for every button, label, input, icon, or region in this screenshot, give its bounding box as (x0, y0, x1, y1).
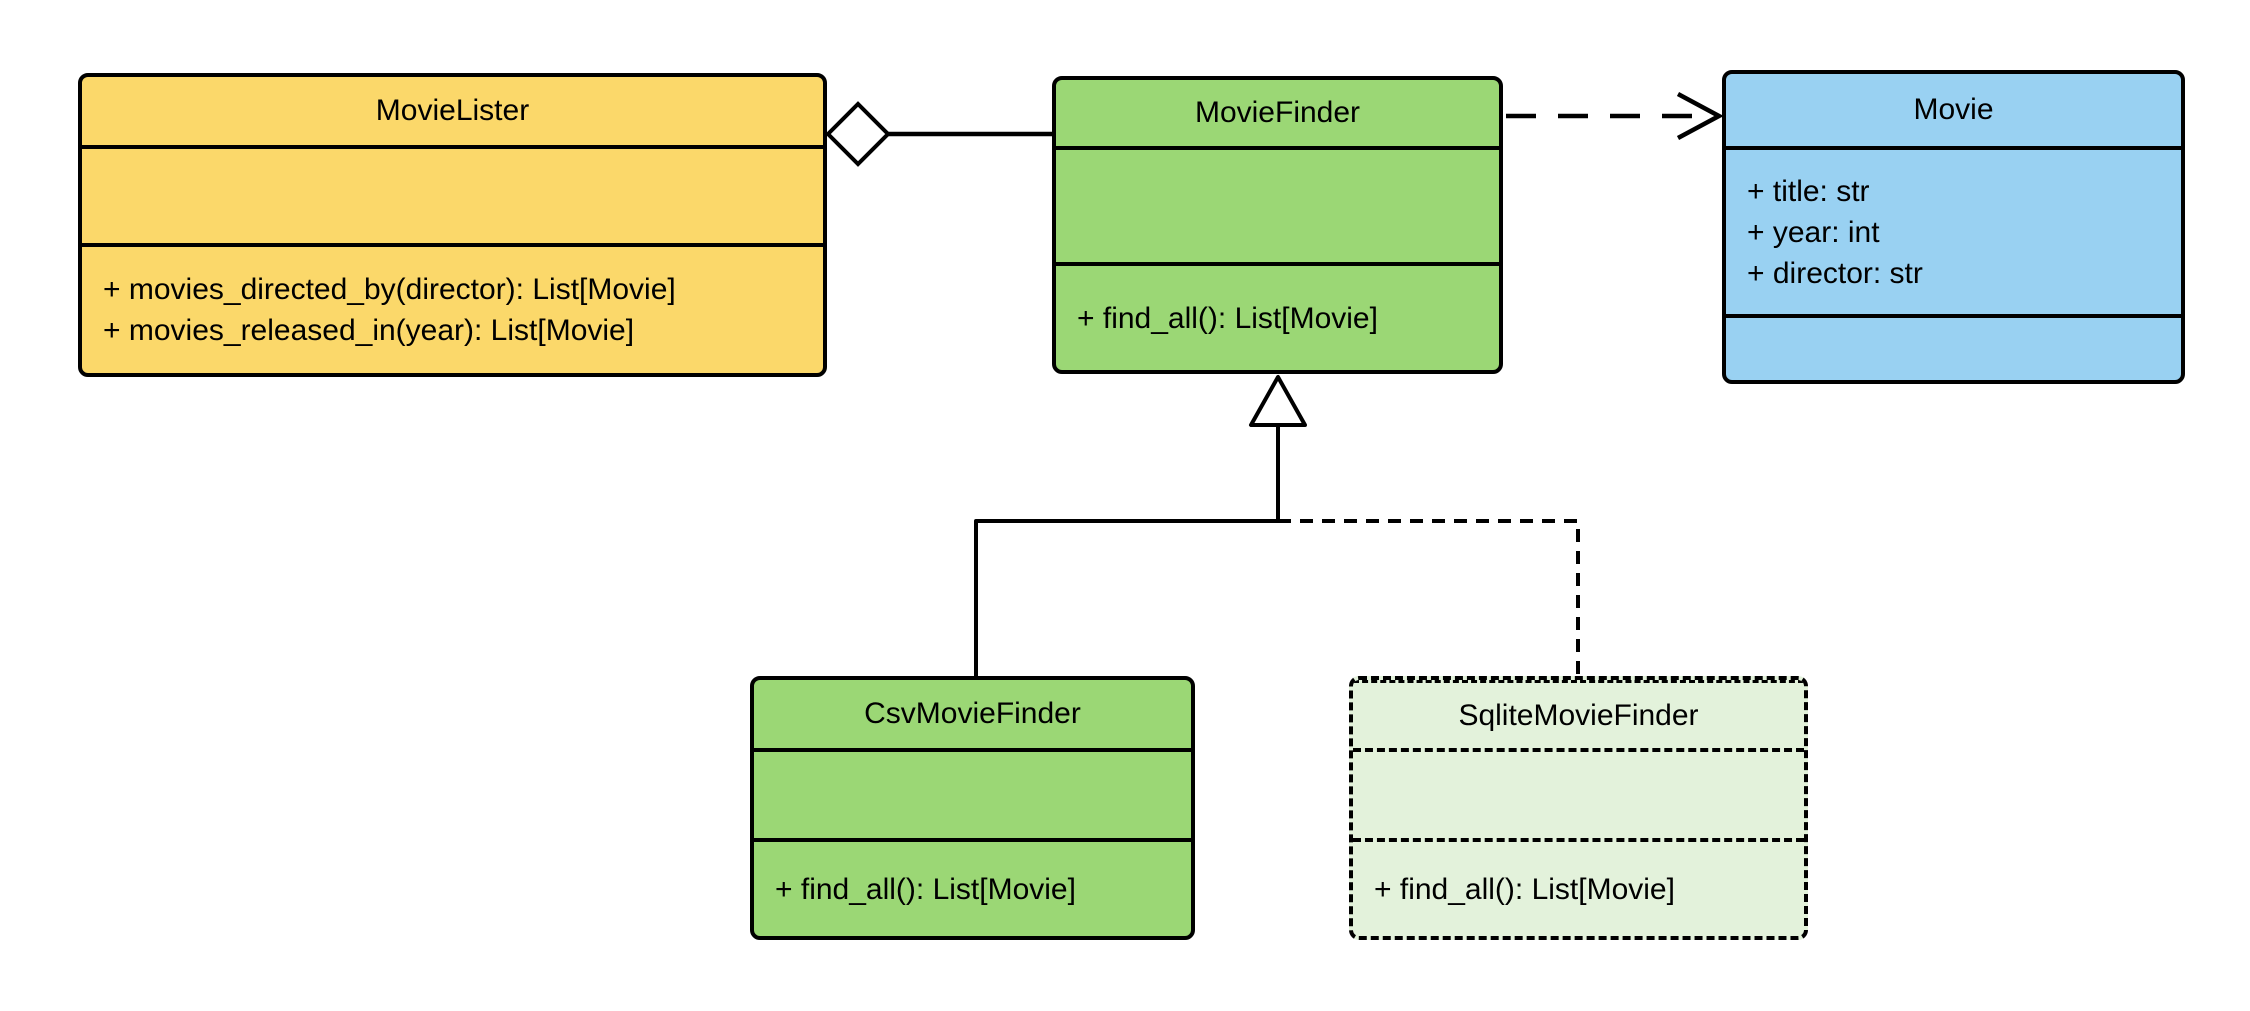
method-label: + find_all(): List[Movie] (1374, 872, 1675, 906)
class-box-moviefinder[interactable]: MovieFinder + find_all(): List[Movie] (1052, 76, 1503, 374)
class-name-label: MovieFinder (1194, 96, 1361, 129)
class-name-label: SqliteMovieFinder (1458, 698, 1699, 732)
hollow-triangle-marker (1249, 375, 1307, 427)
attribute-label: + director: str (1747, 256, 1923, 290)
generalization-solid-branch-csvmoviefinder (974, 519, 1278, 678)
attribute-label: + title: str (1747, 174, 1870, 208)
method-label: + movies_released_in(year): List[Movie] (103, 314, 635, 347)
generalization-dashed-branch-sqlitemoviefinder (1278, 519, 1580, 678)
attribute-label: + year: int (1747, 215, 1880, 249)
aggregation-edge-movielister-moviefinder (825, 101, 1054, 167)
class-title-movie: Movie (1726, 74, 2181, 146)
class-methods-csvmoviefinder: + find_all(): List[Movie] (754, 838, 1191, 936)
class-box-movielister[interactable]: MovieLister + movies_directed_by(directo… (78, 73, 827, 377)
class-methods-movielister: + movies_directed_by(director): List[Mov… (82, 243, 823, 373)
class-box-sqlitemoviefinder[interactable]: SqliteMovieFinder + find_all(): List[Mov… (1349, 676, 1808, 940)
class-box-movie[interactable]: Movie + title: str + year: int + directo… (1722, 70, 2185, 384)
class-name-label: CsvMovieFinder (864, 697, 1081, 730)
hollow-diamond-marker (825, 101, 891, 167)
class-box-csvmoviefinder[interactable]: CsvMovieFinder + find_all(): List[Movie] (750, 676, 1195, 940)
class-title-sqlitemoviefinder: SqliteMovieFinder (1353, 680, 1804, 748)
class-methods-sqlitemoviefinder: + find_all(): List[Movie] (1353, 838, 1804, 936)
class-attributes-sqlitemoviefinder (1353, 748, 1804, 838)
open-arrowhead-marker (1676, 92, 1724, 140)
class-name-label: Movie (1913, 93, 1994, 126)
class-attributes-movielister (82, 145, 823, 243)
generalization-edges-to-moviefinder (974, 375, 1580, 678)
method-label: + movies_directed_by(director): List[Mov… (103, 273, 676, 306)
class-methods-movie (1726, 314, 2181, 380)
class-attributes-moviefinder (1056, 146, 1499, 262)
class-title-csvmoviefinder: CsvMovieFinder (754, 680, 1191, 748)
class-title-movielister: MovieLister (82, 77, 823, 145)
class-methods-moviefinder: + find_all(): List[Movie] (1056, 262, 1499, 370)
class-name-label: MovieLister (375, 94, 530, 127)
class-attributes-movie: + title: str + year: int + director: str (1726, 146, 2181, 314)
class-title-moviefinder: MovieFinder (1056, 80, 1499, 146)
dependency-edge-moviefinder-movie (1506, 92, 1724, 140)
class-attributes-csvmoviefinder (754, 748, 1191, 838)
method-label: + find_all(): List[Movie] (775, 872, 1076, 906)
method-label: + find_all(): List[Movie] (1077, 301, 1378, 335)
